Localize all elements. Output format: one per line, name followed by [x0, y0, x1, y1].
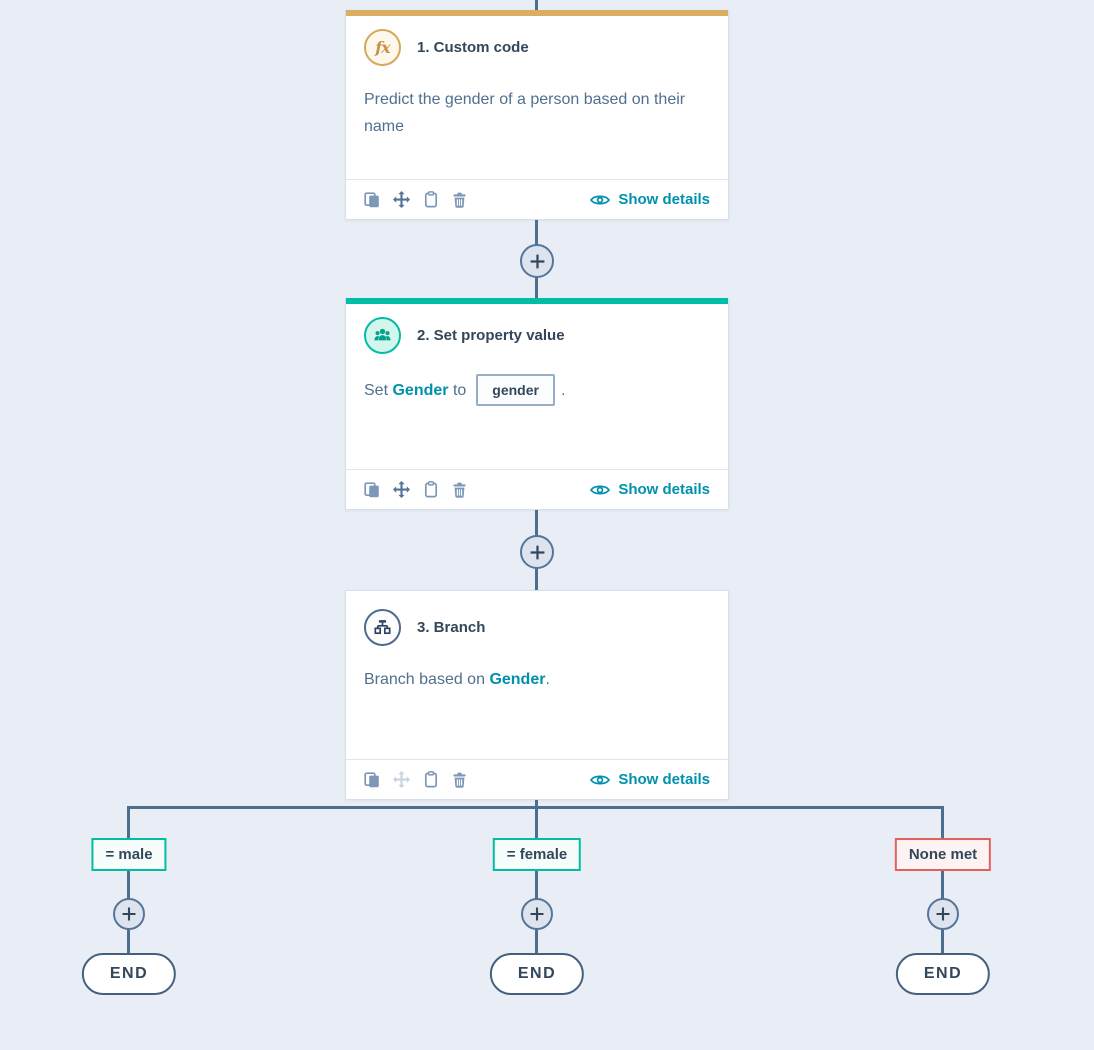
duplicate-button[interactable] — [364, 481, 380, 498]
show-details-label: Show details — [618, 481, 710, 498]
action-card-set-property[interactable]: 2. Set property value Set Gender to gend… — [345, 298, 729, 510]
end-node-none-branch: END — [895, 953, 991, 995]
plus-icon — [530, 254, 544, 268]
move-icon — [393, 481, 410, 498]
branch-prefix: Branch based on — [364, 671, 485, 688]
action-card-branch[interactable]: 3. Branch Branch based on Gender . Sho — [345, 590, 729, 800]
trash-icon — [453, 482, 466, 498]
branch-condition-none-met[interactable]: None met — [894, 838, 992, 871]
to-word: to — [452, 381, 467, 399]
move-button — [393, 771, 410, 788]
eye-icon — [590, 195, 611, 204]
duplicate-button[interactable] — [364, 771, 380, 788]
branch-connector-line — [127, 806, 130, 955]
branch-connector-line — [941, 806, 944, 955]
show-details-button[interactable]: Show details — [590, 481, 710, 498]
show-details-label: Show details — [618, 191, 710, 208]
eye-icon — [590, 485, 611, 494]
property-value-token[interactable]: gender — [476, 374, 555, 406]
clipboard-icon — [424, 771, 438, 788]
show-details-label: Show details — [618, 771, 710, 788]
plus-icon — [122, 907, 136, 921]
trash-icon — [453, 772, 466, 788]
card-footer: Show details — [346, 759, 728, 799]
card-accent-bar — [346, 298, 728, 304]
card-accent-bar — [346, 10, 728, 16]
property-link[interactable]: Gender — [392, 381, 449, 399]
branch-condition-female[interactable]: = female — [492, 838, 582, 871]
delete-button[interactable] — [452, 482, 467, 498]
clipboard-button[interactable] — [423, 481, 439, 498]
plus-icon — [530, 907, 544, 921]
duplicate-icon — [364, 771, 379, 787]
card-description: Set Gender to gender . — [346, 354, 728, 406]
plus-icon — [936, 907, 950, 921]
clipboard-button[interactable] — [423, 771, 439, 788]
delete-button[interactable] — [452, 772, 467, 788]
clipboard-icon — [424, 481, 438, 498]
delete-button[interactable] — [452, 192, 467, 208]
contacts-icon — [364, 317, 401, 354]
connector-line — [535, 0, 538, 10]
period: . — [545, 671, 550, 688]
card-header: 3. Branch — [346, 591, 728, 646]
branch-connector-line — [535, 806, 538, 955]
property-link[interactable]: Gender — [489, 671, 546, 688]
card-title: 2. Set property value — [417, 327, 565, 344]
card-header: 2. Set property value — [346, 304, 728, 354]
card-description: Branch based on Gender . — [346, 646, 728, 693]
card-footer: Show details — [346, 179, 728, 219]
add-action-button[interactable] — [520, 244, 554, 278]
duplicate-button[interactable] — [364, 191, 380, 208]
sitemap-icon — [374, 620, 391, 635]
custom-code-icon: fx — [364, 29, 401, 66]
plus-icon — [530, 545, 544, 559]
card-title: 3. Branch — [417, 619, 486, 636]
end-node-male-branch: END — [81, 953, 177, 995]
move-button[interactable] — [393, 481, 410, 498]
connector-line — [535, 800, 538, 808]
branch-icon — [364, 609, 401, 646]
show-details-button[interactable]: Show details — [590, 191, 710, 208]
card-footer: Show details — [346, 469, 728, 509]
move-button[interactable] — [393, 191, 410, 208]
set-word: Set — [364, 381, 389, 399]
trash-icon — [453, 192, 466, 208]
end-node-female-branch: END — [489, 953, 585, 995]
action-card-custom-code[interactable]: fx 1. Custom code Predict the gender of … — [345, 10, 729, 220]
card-header: fx 1. Custom code — [346, 16, 728, 66]
clipboard-button[interactable] — [423, 191, 439, 208]
add-action-button[interactable] — [520, 535, 554, 569]
add-action-button-female-branch[interactable] — [521, 898, 553, 930]
eye-icon — [590, 775, 611, 784]
duplicate-icon — [364, 481, 379, 497]
show-details-button[interactable]: Show details — [590, 771, 710, 788]
duplicate-icon — [364, 191, 379, 207]
period: . — [560, 381, 566, 399]
card-title: 1. Custom code — [417, 39, 529, 56]
fx-icon: fx — [375, 38, 390, 57]
branch-condition-male[interactable]: = male — [91, 838, 167, 871]
add-action-button-none-branch[interactable] — [927, 898, 959, 930]
add-action-button-male-branch[interactable] — [113, 898, 145, 930]
move-icon — [393, 771, 410, 788]
people-icon — [374, 328, 391, 341]
move-icon — [393, 191, 410, 208]
clipboard-icon — [424, 191, 438, 208]
card-description: Predict the gender of a person based on … — [364, 91, 686, 135]
